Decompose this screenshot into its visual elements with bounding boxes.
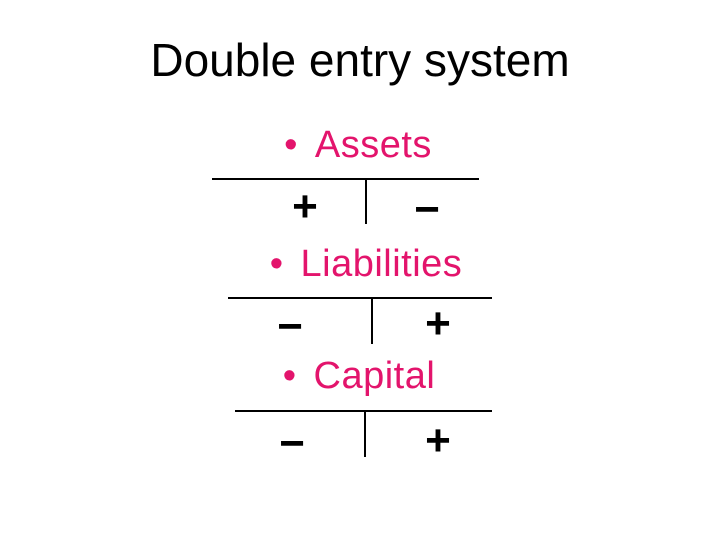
bullet-item-capital: • Capital — [283, 357, 436, 395]
bullet-icon: • — [269, 243, 284, 285]
t-account-divider-line — [365, 179, 367, 224]
bullet-item-liabilities: • Liabilities — [270, 245, 463, 283]
t-account-top-line — [235, 410, 492, 412]
slide-title: Double entry system — [150, 34, 570, 86]
capital-credit-sign: + — [425, 416, 451, 465]
t-account-top-line — [212, 178, 479, 180]
t-account-divider-line — [371, 299, 373, 344]
account-label-assets: Assets — [314, 124, 432, 166]
liabilities-credit-sign: + — [425, 299, 451, 348]
liabilities-debit-sign: − — [277, 302, 303, 351]
account-label-liabilities: Liabilities — [300, 243, 463, 285]
capital-debit-sign: − — [279, 419, 305, 468]
bullet-item-assets: • Assets — [284, 126, 432, 164]
assets-debit-sign: + — [292, 182, 318, 231]
assets-credit-sign: − — [414, 185, 440, 234]
bullet-icon: • — [284, 124, 298, 166]
t-account-top-line — [228, 297, 492, 299]
t-account-divider-line — [364, 411, 366, 457]
bullet-icon: • — [282, 355, 297, 397]
account-label-capital: Capital — [313, 355, 436, 397]
